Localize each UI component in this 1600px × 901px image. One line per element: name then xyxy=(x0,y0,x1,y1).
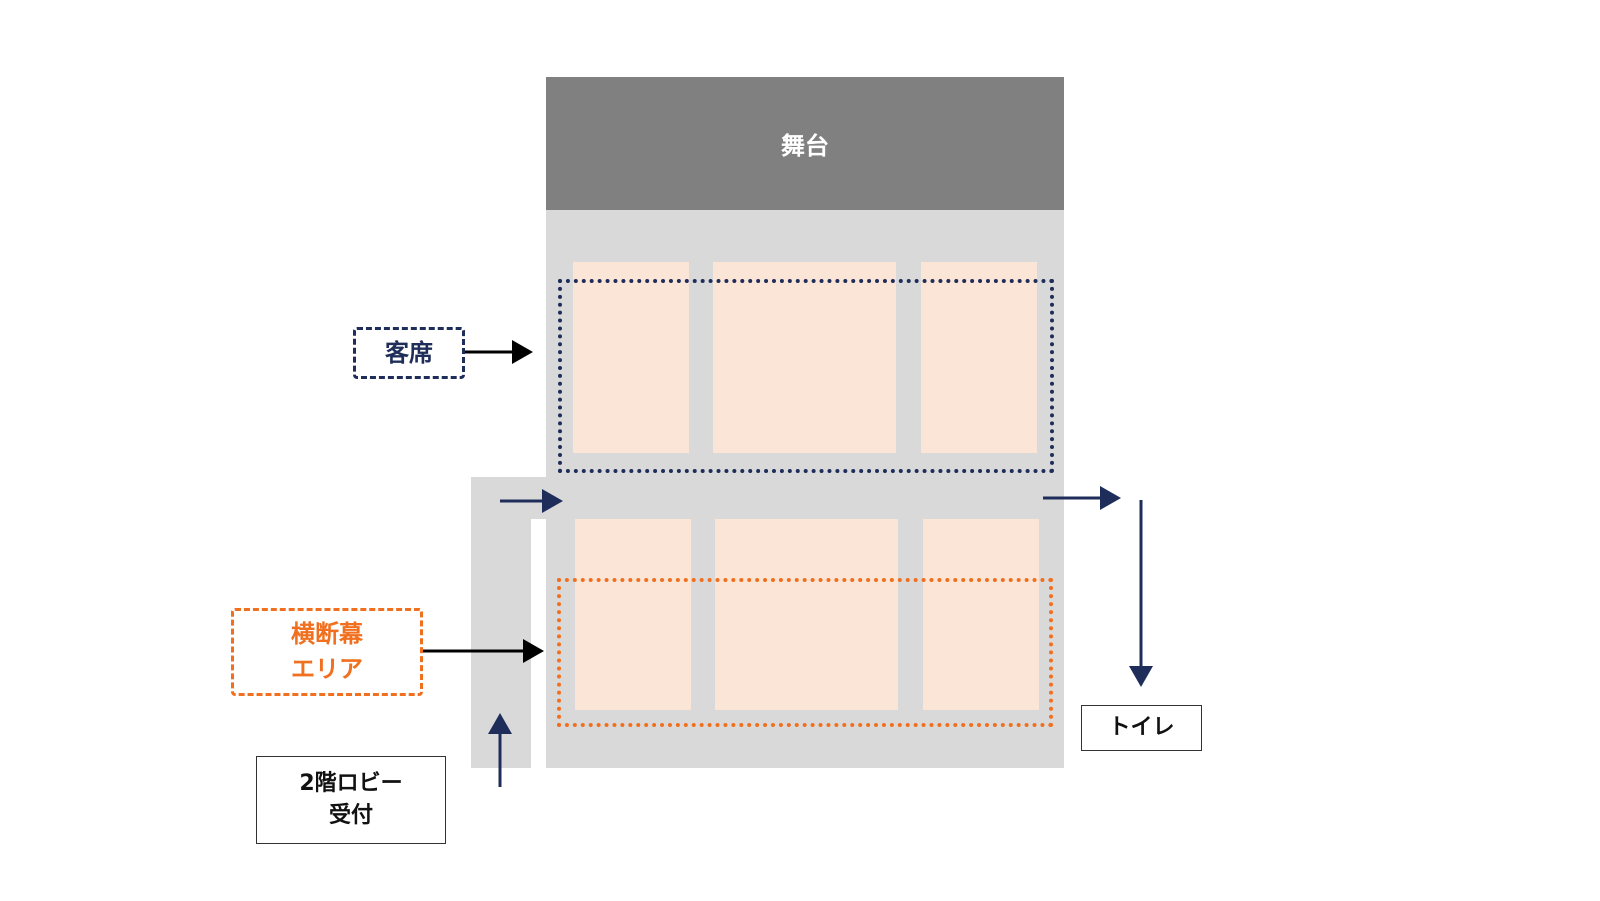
banner-area-label-line1: 横断幕 xyxy=(291,620,363,649)
lobby-reception-label: 2階ロビー 受付 xyxy=(256,756,446,844)
banner-area-outline xyxy=(557,578,1053,727)
seat-block-lower-right xyxy=(923,519,1039,710)
lobby-reception-label-line1: 2階ロビー xyxy=(299,771,403,797)
toilet-label-text: トイレ xyxy=(1108,715,1175,741)
seating-area-outline xyxy=(558,279,1054,473)
seat-block-upper-right xyxy=(921,262,1037,453)
stage: 舞台 xyxy=(546,77,1064,210)
seat-block-lower-center xyxy=(715,519,898,710)
stage-label: 舞台 xyxy=(781,132,829,160)
seats-label-text: 客席 xyxy=(385,338,433,367)
toilet-label: トイレ xyxy=(1081,705,1202,751)
seat-block-lower-left xyxy=(575,519,691,710)
seat-block-upper-left xyxy=(573,262,689,453)
side-corridor xyxy=(471,477,531,768)
banner-area-label: 横断幕 エリア xyxy=(231,608,423,696)
lobby-reception-label-line2: 受付 xyxy=(328,803,373,828)
seats-label: 客席 xyxy=(353,327,465,379)
seat-block-upper-center xyxy=(713,262,896,453)
banner-area-label-line2: エリア xyxy=(291,655,363,683)
corridor-connector xyxy=(471,477,551,519)
